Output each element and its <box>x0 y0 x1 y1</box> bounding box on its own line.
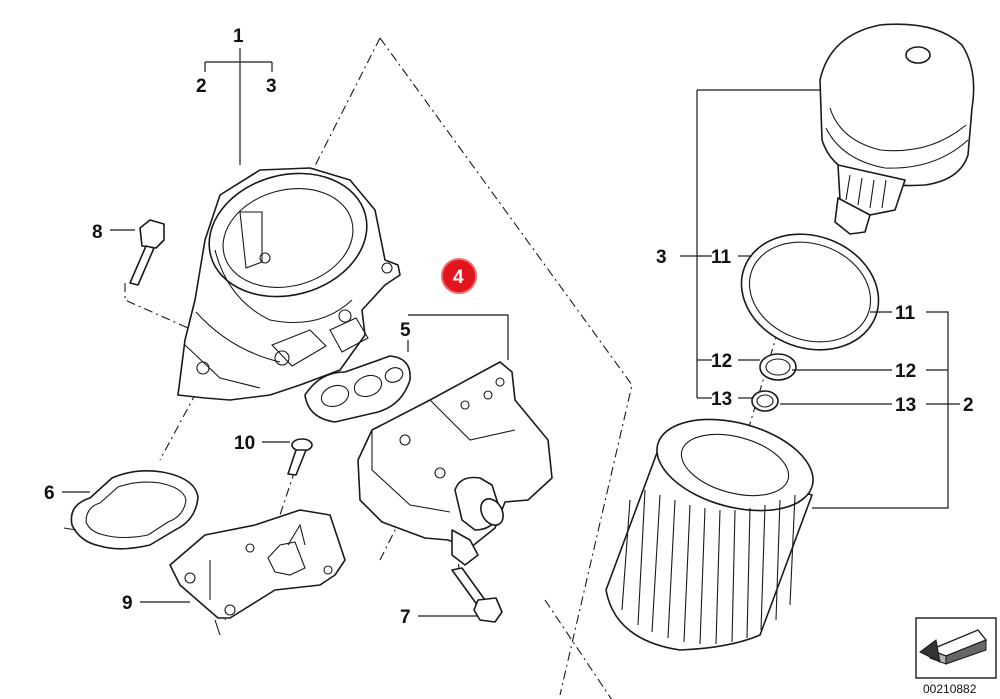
callout-3[interactable]: 3 <box>266 76 277 97</box>
housing-gasket[interactable] <box>304 355 411 423</box>
screw-10[interactable] <box>287 438 313 476</box>
callout-2[interactable]: 2 <box>196 76 207 97</box>
o-ring-12[interactable] <box>759 353 797 381</box>
selected-callout-4[interactable]: 4 <box>441 258 477 294</box>
selected-badge <box>442 259 476 293</box>
callout-7[interactable]: 7 <box>400 607 411 628</box>
callout-right-11a[interactable]: 11 <box>711 247 732 268</box>
oil-filter-cap[interactable] <box>819 23 975 235</box>
cover-gasket[interactable] <box>63 470 199 550</box>
oil-filter-housing[interactable] <box>177 156 401 401</box>
bolt-7[interactable] <box>451 567 503 623</box>
bracket-plate[interactable] <box>169 509 346 636</box>
callout-right-3[interactable]: 3 <box>656 247 667 268</box>
callout-5[interactable]: 5 <box>400 320 411 341</box>
callout-right-12a[interactable]: 12 <box>711 351 732 372</box>
callout-right-11b[interactable]: 11 <box>895 303 916 324</box>
leader-lines <box>62 48 960 617</box>
seal-ring-11[interactable] <box>725 215 895 368</box>
callout-right-2[interactable]: 2 <box>963 395 974 416</box>
callout-right-13a[interactable]: 13 <box>711 389 732 410</box>
oil-filter-element[interactable] <box>605 404 823 651</box>
callout-right-13b[interactable]: 13 <box>895 395 916 416</box>
oil-cooler-bracket[interactable] <box>357 361 553 566</box>
callout-1[interactable]: 1 <box>233 26 244 47</box>
o-ring-13[interactable] <box>751 390 779 412</box>
callout-4: 4 <box>453 267 464 288</box>
back-arrow-button[interactable] <box>915 617 997 679</box>
reference-number: 00210882 <box>923 682 977 696</box>
callout-labels: 1 2 3 8 5 6 10 9 7 3 11 12 13 11 12 13 2 <box>44 26 974 628</box>
callout-9[interactable]: 9 <box>122 593 133 614</box>
callout-10[interactable]: 10 <box>234 433 255 454</box>
callout-8[interactable]: 8 <box>92 222 103 243</box>
callout-6[interactable]: 6 <box>44 483 55 504</box>
bolt-8[interactable] <box>129 219 165 286</box>
callout-right-12b[interactable]: 12 <box>895 361 916 382</box>
arrow-back-icon <box>919 629 988 665</box>
